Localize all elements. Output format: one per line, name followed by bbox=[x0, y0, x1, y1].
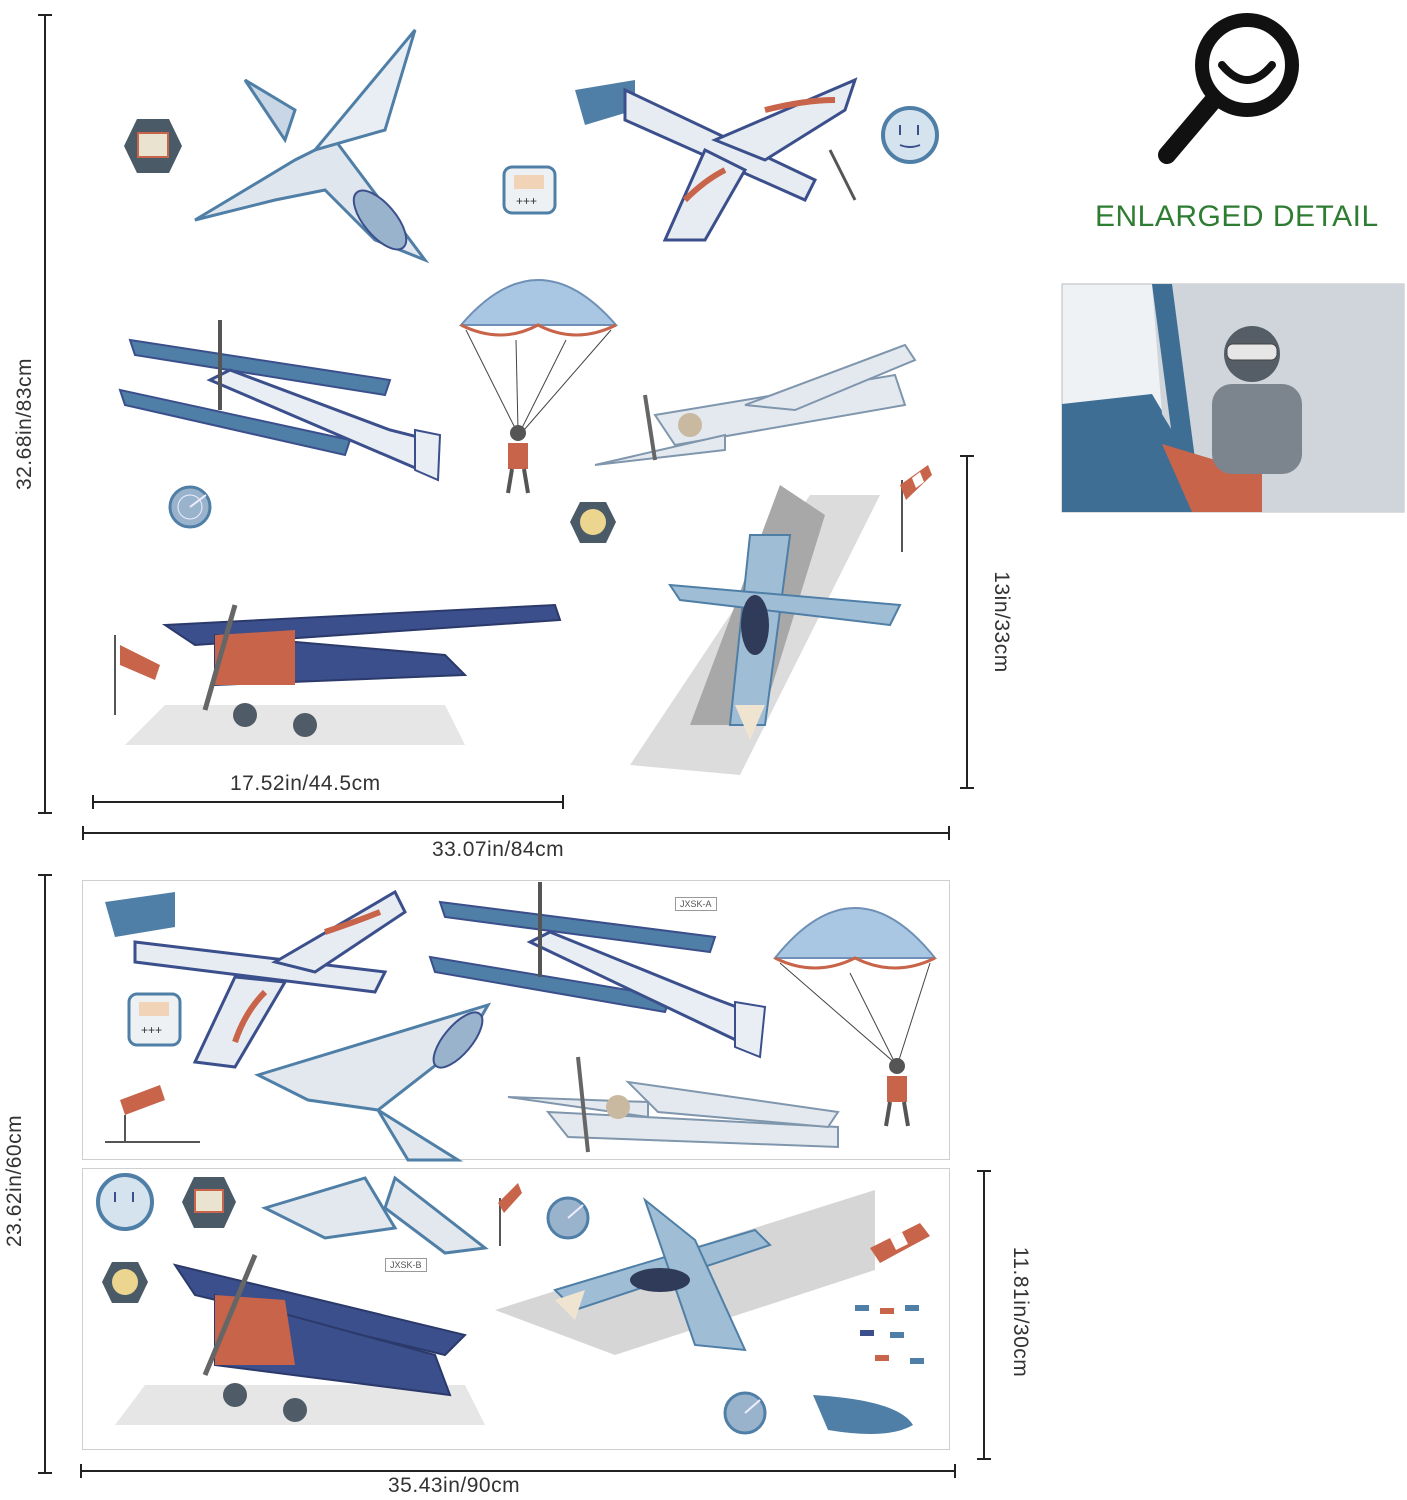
jet-icon bbox=[253, 1002, 492, 1162]
plane-width-tick-left bbox=[92, 795, 94, 809]
bottom-height-tick-bottom bbox=[38, 1472, 52, 1474]
sheet-height-tick-bottom bbox=[977, 1458, 991, 1460]
propeller-plane-icon bbox=[114, 603, 562, 745]
biplane-icon bbox=[428, 882, 767, 1059]
top-width-tick-left bbox=[82, 826, 84, 840]
sheet-b-code: JXSK-B bbox=[385, 1258, 427, 1272]
radar-icon bbox=[168, 485, 212, 529]
runway-height-line bbox=[966, 455, 968, 789]
bottom-height-line bbox=[44, 874, 46, 1474]
plane-width-label: 17.52in/44.5cm bbox=[230, 772, 381, 795]
top-width-line bbox=[82, 832, 950, 834]
windsock-icon bbox=[900, 465, 932, 552]
jet-icon bbox=[194, 29, 430, 264]
runway-height-tick-bottom bbox=[960, 787, 974, 789]
bottom-height-label: 23.62in/60cm bbox=[3, 1114, 26, 1247]
sheet-a-code: JXSK-A bbox=[675, 897, 717, 911]
runway-height-label: 13in/33cm bbox=[990, 571, 1013, 673]
windsock-icon bbox=[105, 1085, 200, 1143]
fighter-jet-icon bbox=[495, 1190, 875, 1355]
top-height-tick-bottom bbox=[38, 812, 52, 814]
parachute-icon bbox=[458, 279, 619, 494]
windsock-icon bbox=[870, 1223, 930, 1263]
wing-piece-icon bbox=[813, 1395, 913, 1434]
gauge-icon: +++ bbox=[127, 992, 182, 1047]
gauge-icon: +++ bbox=[502, 165, 557, 215]
sheet-height-line bbox=[983, 1170, 985, 1460]
bottom-width-label: 35.43in/90cm bbox=[388, 1474, 521, 1497]
gauge-icon bbox=[124, 119, 182, 173]
bottom-height-tick-top bbox=[38, 874, 52, 876]
top-height-line bbox=[44, 14, 46, 814]
gauge-icon bbox=[96, 1173, 154, 1231]
propeller-plane-icon bbox=[115, 1254, 485, 1425]
sheet-height-tick-top bbox=[977, 1170, 991, 1172]
windsock-icon bbox=[498, 1183, 522, 1246]
top-width-label: 33.07in/84cm bbox=[432, 838, 565, 861]
top-height-tick-top bbox=[38, 14, 52, 16]
propeller-plane-icon bbox=[507, 1056, 840, 1153]
runway-height-tick-top bbox=[960, 455, 974, 457]
radar-icon bbox=[723, 1391, 767, 1435]
bottom-width-line bbox=[80, 1470, 956, 1472]
top-width-tick-right bbox=[948, 826, 950, 840]
bottom-width-tick-right bbox=[954, 1464, 956, 1478]
mini-planes-icon bbox=[855, 1305, 924, 1364]
top-height-label: 32.68in/83cm bbox=[13, 357, 36, 491]
svg-text:+++: +++ bbox=[516, 194, 537, 208]
fighter-jet-icon bbox=[630, 485, 902, 775]
gauge-icon bbox=[102, 1262, 148, 1303]
plane-width-tick-right bbox=[562, 795, 564, 809]
jet-icon bbox=[260, 1175, 489, 1255]
svg-text:+++: +++ bbox=[141, 1023, 162, 1037]
radar-icon bbox=[546, 1196, 590, 1240]
cockpit-detail-image bbox=[1061, 283, 1405, 513]
plane-width-line bbox=[92, 801, 564, 803]
parachute-icon bbox=[772, 907, 938, 1127]
gauge-icon bbox=[881, 106, 939, 164]
propeller-plane-icon bbox=[105, 889, 407, 1069]
bottom-width-tick-left bbox=[80, 1464, 82, 1478]
gauge-icon bbox=[570, 502, 616, 543]
detail-title: ENLARGED DETAIL bbox=[1095, 200, 1379, 233]
gauge-icon bbox=[182, 1177, 236, 1228]
magnifier-icon bbox=[1158, 13, 1299, 164]
propeller-plane-icon bbox=[594, 343, 917, 466]
biplane-icon bbox=[118, 320, 442, 482]
propeller-plane-icon bbox=[575, 77, 858, 242]
sheet-height-label: 11.81in/30cm bbox=[1009, 1246, 1032, 1378]
